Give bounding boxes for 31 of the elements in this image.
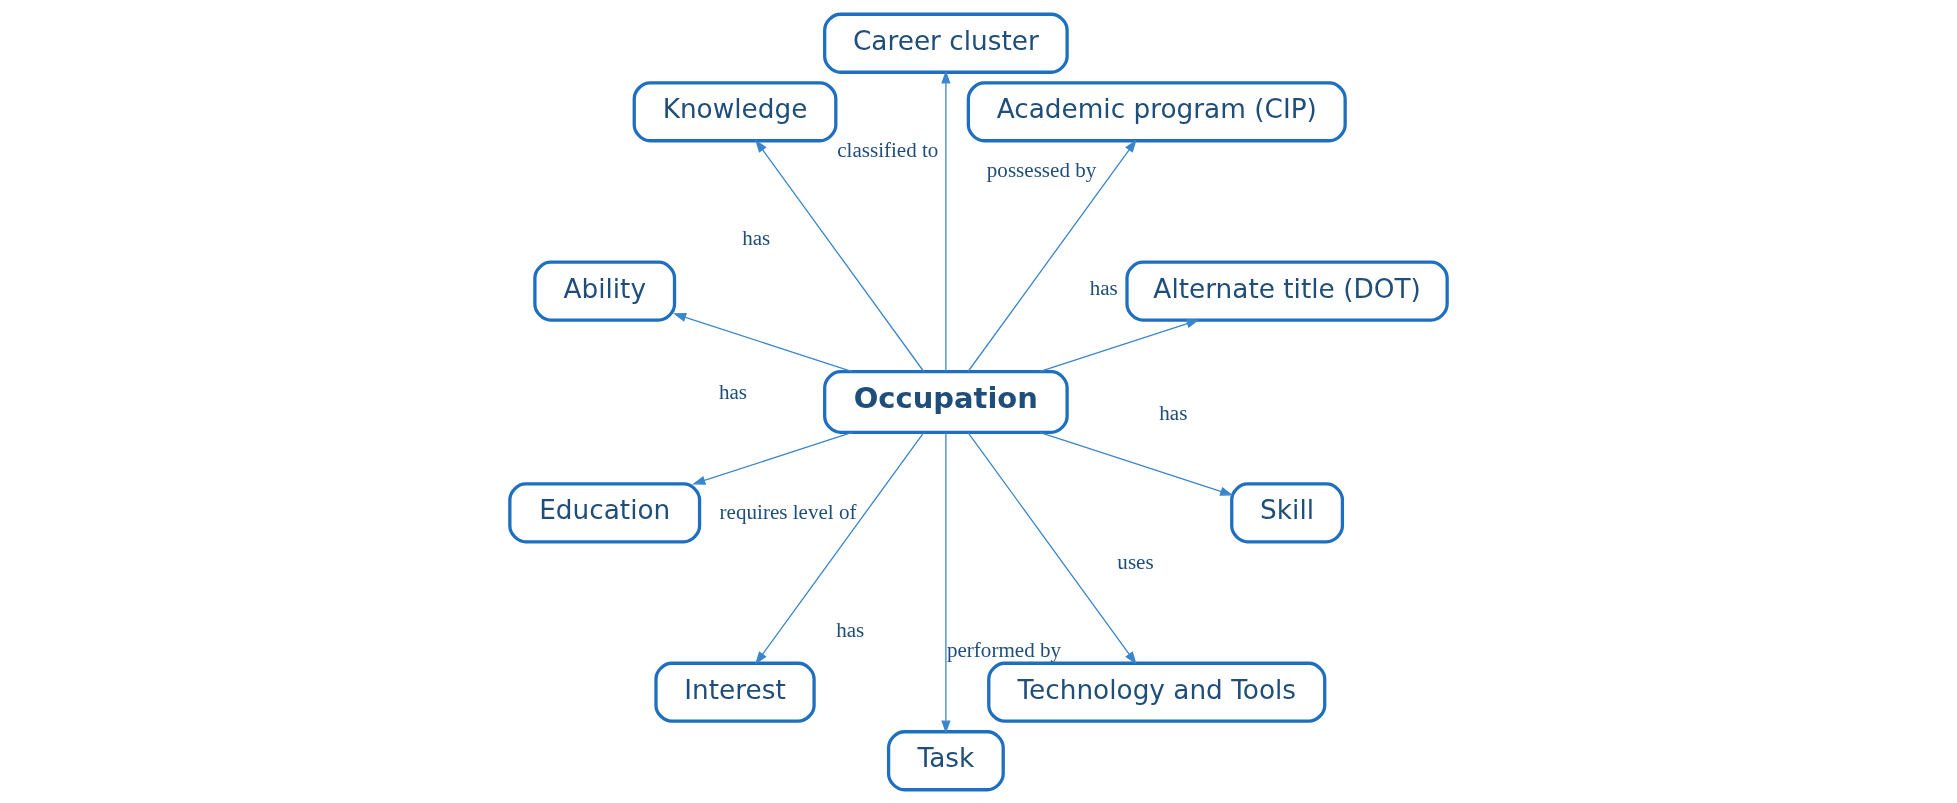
node-box: Alternate title (DOT)	[1125, 260, 1449, 322]
node-box: Interest	[654, 661, 816, 723]
edge-label: performed by	[946, 637, 1061, 662]
node-box: Education	[508, 481, 702, 543]
edge-label: uses	[1117, 549, 1154, 574]
edge-label: has	[1159, 400, 1188, 425]
node-box: Occupation	[823, 369, 1069, 434]
arrow	[941, 69, 951, 372]
edge-label: has	[836, 617, 865, 642]
node-box: Technology and Tools	[987, 661, 1327, 723]
edge-label: has	[742, 225, 771, 250]
node-box: Task	[886, 729, 1005, 791]
arrow	[755, 431, 925, 665]
edge-label: classified to	[837, 137, 939, 162]
node-box: Academic program (CIP)	[966, 80, 1347, 142]
node-box: Knowledge	[632, 80, 838, 142]
arrow	[755, 138, 925, 372]
node-box: Skill	[1230, 481, 1345, 543]
arrow	[1038, 431, 1234, 496]
node-box: Ability	[533, 260, 677, 322]
edge-label: has	[1089, 275, 1118, 300]
node-box: Career cluster	[823, 12, 1069, 74]
arrow	[692, 431, 853, 485]
edge-label: possessed by	[986, 157, 1097, 182]
edge-label: requires level of	[719, 499, 857, 524]
arrow	[967, 138, 1137, 372]
arrow	[941, 431, 951, 734]
arrow	[673, 312, 853, 372]
edge-label: has	[718, 379, 748, 404]
arrow	[967, 431, 1137, 665]
arrow	[1038, 318, 1200, 372]
